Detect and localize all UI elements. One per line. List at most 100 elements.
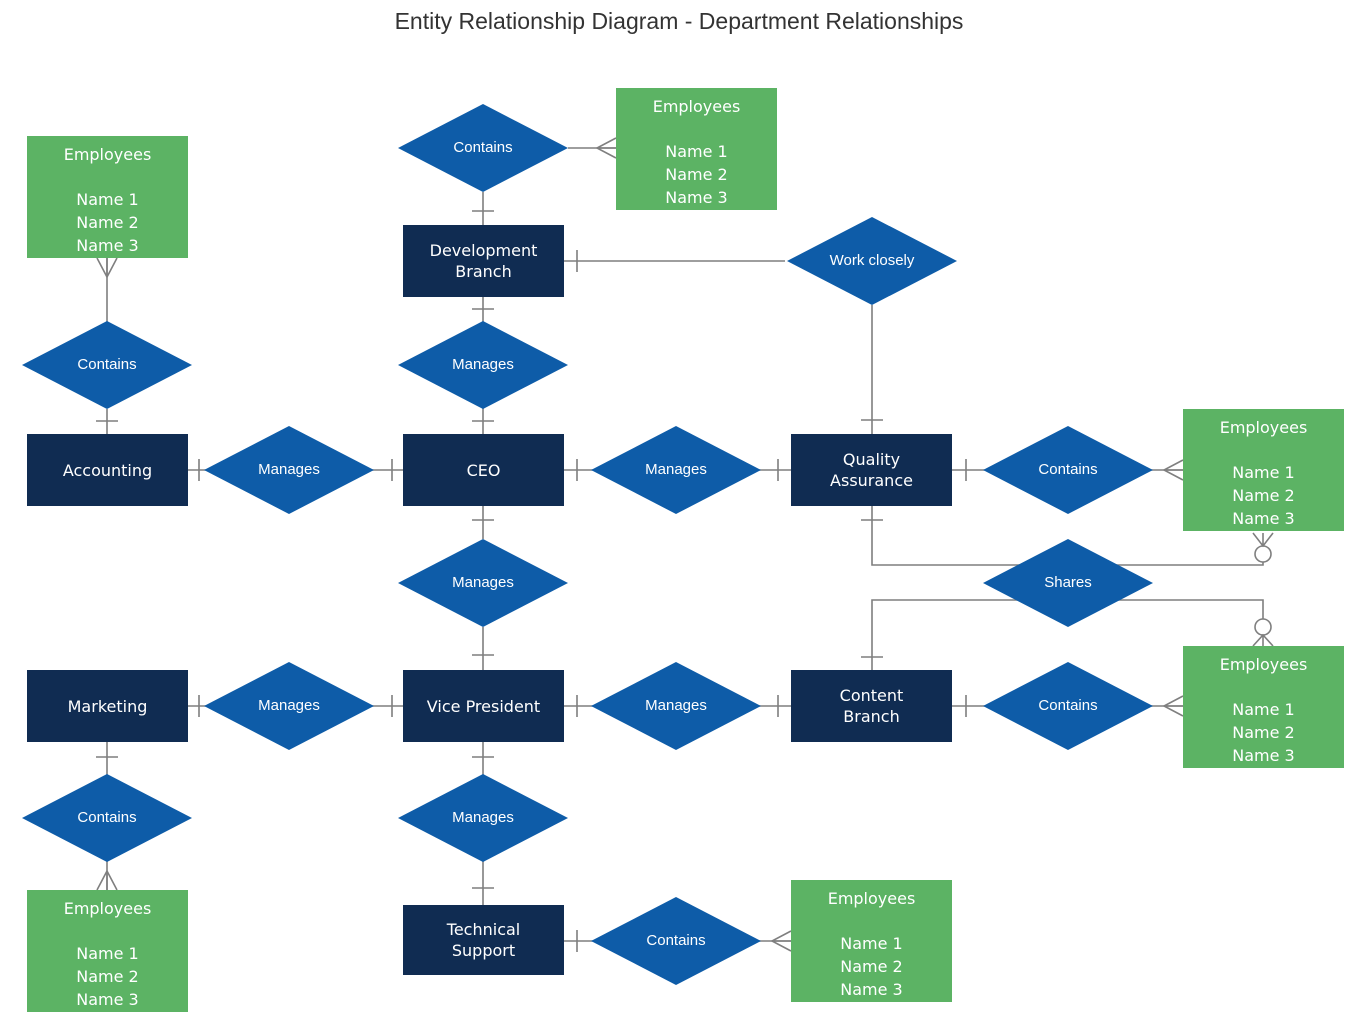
crow-foot-many — [1252, 633, 1274, 647]
attribute-name: Name 1 — [840, 934, 903, 953]
relationship-manages-marketing-vp: Manages — [204, 662, 374, 750]
relationship-label: Work closely — [829, 252, 915, 269]
connector-contains-devbranch — [472, 192, 494, 225]
attribute-title: Employees — [1219, 418, 1308, 437]
relationship-label: Contains — [646, 932, 706, 949]
connector-devbranch-manages — [472, 296, 494, 322]
entity-vice-president: Vice President — [403, 670, 564, 742]
attribute-name: Name 3 — [840, 980, 903, 999]
entity-quality-assurance: Quality Assurance — [791, 434, 952, 506]
attribute-name: Name 2 — [76, 967, 139, 986]
entity-label: CEO — [466, 460, 501, 480]
entity-content-branch: Content Branch — [791, 670, 952, 742]
attribute-employees-content: Employees Name 1 Name 2 Name 3 — [1183, 646, 1344, 768]
relationship-manages-ceo-vp: Manages — [398, 539, 568, 627]
connector-employeesA-contains — [96, 257, 118, 322]
attribute-name: Name 2 — [840, 957, 903, 976]
crow-foot-many — [770, 930, 792, 952]
relationship-manages-accounting-ceo: Manages — [204, 426, 374, 514]
entity-label: Technical Support — [446, 920, 521, 960]
connector-contains-accounting — [96, 409, 118, 434]
relationship-label: Manages — [645, 697, 707, 714]
relationship-label: Contains — [77, 356, 137, 373]
relationship-work-closely: Work closely — [787, 217, 957, 305]
relationship-label: Contains — [453, 139, 513, 156]
attribute-title: Employees — [827, 889, 916, 908]
attribute-name: Name 2 — [76, 213, 139, 232]
entity-label: Content Branch — [839, 686, 904, 726]
connector-ceo-manages-vp-lower — [472, 627, 494, 670]
crow-foot-many — [1252, 532, 1274, 548]
entity-technical-support: Technical Support — [403, 905, 564, 975]
relationship-label: Manages — [452, 809, 514, 826]
attribute-name: Name 2 — [1232, 723, 1295, 742]
entity-development-branch: Development Branch — [403, 225, 564, 297]
attribute-name: Name 3 — [665, 188, 728, 207]
attribute-employees-quality: Employees Name 1 Name 2 Name 3 — [1183, 409, 1344, 531]
relationship-contains-marketing: Contains — [22, 774, 192, 862]
relationship-contains-accounting: Contains — [22, 321, 192, 409]
relationship-label: Manages — [258, 461, 320, 478]
attribute-name: Name 3 — [76, 990, 139, 1009]
zero-optional-circle — [1254, 618, 1272, 636]
connector-marketing-contains — [96, 742, 118, 775]
relationship-label: Contains — [1038, 461, 1098, 478]
connector-vp-manages-ts-lower — [472, 861, 494, 905]
relationship-label: Contains — [77, 809, 137, 826]
attribute-name: Name 2 — [665, 165, 728, 184]
relationship-shares: Shares — [983, 539, 1153, 627]
relationship-contains-qa: Contains — [983, 426, 1153, 514]
connector-contains-employeesE — [96, 861, 118, 891]
attribute-title: Employees — [63, 145, 152, 164]
attribute-employees-development: Employees Name 1 Name 2 Name 3 — [616, 88, 777, 210]
attribute-name: Name 3 — [1232, 509, 1295, 528]
attribute-title: Employees — [652, 97, 741, 116]
crow-foot-many — [1162, 459, 1184, 481]
attribute-employees-accounting: Employees Name 1 Name 2 Name 3 — [27, 136, 188, 258]
entity-marketing: Marketing — [27, 670, 188, 742]
relationship-label: Manages — [645, 461, 707, 478]
relationship-contains-dev: Contains — [398, 104, 568, 192]
entity-label: Accounting — [62, 460, 153, 480]
relationship-contains-content: Contains — [983, 662, 1153, 750]
entity-accounting: Accounting — [27, 434, 188, 506]
attribute-employees-marketing: Employees Name 1 Name 2 Name 3 — [27, 890, 188, 1012]
attribute-name: Name 3 — [1232, 746, 1295, 765]
crow-foot-many — [1162, 695, 1184, 717]
connector-manages-ceo — [472, 408, 494, 434]
relationship-contains-ts: Contains — [591, 897, 761, 985]
attribute-name: Name 1 — [76, 944, 139, 963]
connector-devbranch-workclosely — [563, 250, 785, 272]
crow-foot-many — [96, 869, 118, 891]
crow-foot-many — [96, 257, 118, 279]
attribute-name: Name 1 — [1232, 463, 1295, 482]
attribute-title: Employees — [63, 899, 152, 918]
entity-label: Marketing — [67, 696, 148, 716]
connector-ceo-manages-vp-upper — [472, 506, 494, 539]
diagram-title: Entity Relationship Diagram - Department… — [394, 8, 964, 34]
entity-label: Quality Assurance — [830, 450, 913, 490]
relationship-manages-dev-ceo: Manages — [398, 321, 568, 409]
relationship-manages-ceo-qa: Manages — [591, 426, 761, 514]
attribute-name: Name 2 — [1232, 486, 1295, 505]
entity-label: Vice President — [426, 696, 541, 716]
entity-label: Development Branch — [429, 241, 538, 281]
attribute-employees-technical: Employees Name 1 Name 2 Name 3 — [791, 880, 952, 1002]
relationship-label: Contains — [1038, 697, 1098, 714]
relationship-manages-vp-ts: Manages — [398, 774, 568, 862]
zero-optional-circle — [1254, 545, 1272, 563]
attribute-name: Name 1 — [1232, 700, 1295, 719]
connector-contains-employeesB — [568, 137, 617, 159]
relationship-label: Manages — [452, 574, 514, 591]
connector-vp-manages-ts-upper — [472, 742, 494, 775]
relationship-label: Manages — [452, 356, 514, 373]
relationship-manages-vp-content: Manages — [591, 662, 761, 750]
attribute-name: Name 1 — [665, 142, 728, 161]
relationship-label: Manages — [258, 697, 320, 714]
attribute-name: Name 1 — [76, 190, 139, 209]
connector-workclosely-qa — [861, 305, 883, 434]
crow-foot-many — [595, 137, 617, 159]
entity-ceo: CEO — [403, 434, 564, 506]
relationship-label: Shares — [1044, 574, 1092, 591]
